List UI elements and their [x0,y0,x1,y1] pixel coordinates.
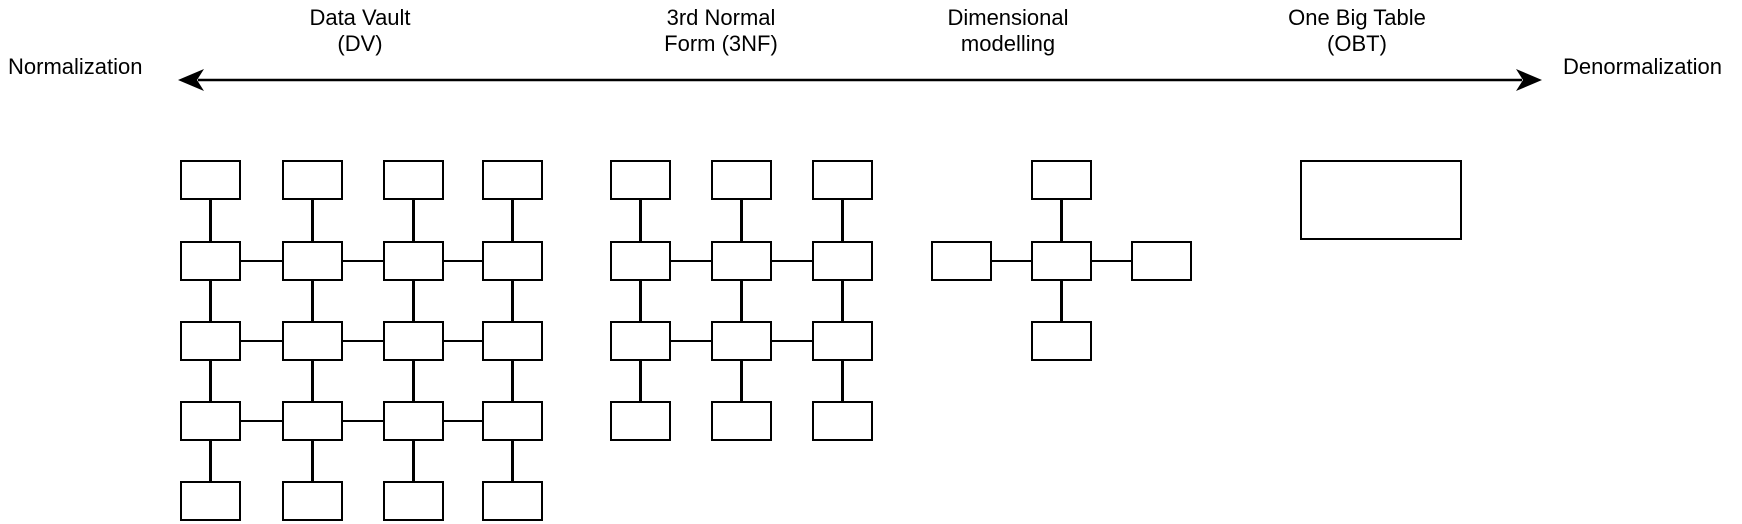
connector-line [841,200,844,241]
connector-line [412,281,415,321]
connector-line [639,200,642,241]
table-box [711,321,772,361]
table-box [282,401,343,441]
table-box [482,160,543,200]
connector-line [412,441,415,481]
category-label-line1: 3rd Normal [666,5,776,30]
table-box [282,160,343,200]
connector-line [209,441,212,481]
table-box [383,160,444,200]
table-box [610,241,671,281]
connector-line [772,339,812,343]
connector-line [343,419,383,423]
table-box [482,241,543,281]
table-box [282,481,343,521]
connector-line [1092,259,1131,263]
connector-line [241,259,282,263]
table-box [383,401,444,441]
table-box [812,160,873,200]
table-box [812,241,873,281]
table-box [711,160,772,200]
connector-line [841,281,844,321]
connector-line [740,200,743,241]
connector-line [740,281,743,321]
connector-line [511,281,514,321]
table-box [711,241,772,281]
table-box [180,401,241,441]
category-label-line1: Dimensional [947,5,1069,30]
table-box [282,321,343,361]
left-arrowhead-icon [178,69,204,91]
table-box [482,401,543,441]
connector-line [241,419,282,423]
table-box [180,481,241,521]
table-box [610,321,671,361]
connector-line [740,361,743,401]
category-label-line1: Data Vault [309,5,411,30]
connector-line [511,200,514,241]
connector-line [412,200,415,241]
connector-line [412,361,415,401]
connector-line [671,259,711,263]
table-box [180,241,241,281]
category-label-line1: One Big Table [1288,5,1426,30]
table-box [1031,241,1092,281]
connector-line [511,361,514,401]
connector-line [992,259,1031,263]
table-box [610,401,671,441]
table-box [383,481,444,521]
table-box [282,241,343,281]
connector-line [444,339,482,343]
connector-line [311,281,314,321]
connector-line [772,259,812,263]
axis-label-normalization: Normalization [8,54,143,79]
connector-line [209,200,212,241]
table-box [383,321,444,361]
category-label-one-big-table: One Big Table (OBT) [1288,5,1426,57]
connector-line [241,339,282,343]
connector-line [209,281,212,321]
connector-line [209,361,212,401]
connector-line [511,441,514,481]
table-box [931,241,992,281]
table-box [610,160,671,200]
connector-line [841,361,844,401]
category-label-line2: (DV) [337,31,383,56]
connector-line [444,419,482,423]
connector-line [311,361,314,401]
table-box [1131,241,1192,281]
connector-line [1060,200,1063,241]
category-label-line2: (OBT) [1327,31,1387,56]
axis-label-denormalization: Denormalization [1563,54,1722,79]
table-box [1031,160,1092,200]
table-box [812,321,873,361]
table-box [383,241,444,281]
right-arrowhead-icon [1516,69,1542,91]
connector-line [1060,281,1063,321]
table-box [711,401,772,441]
category-label-data-vault: Data Vault (DV) [309,5,410,57]
connector-line [671,339,711,343]
table-box [1300,160,1462,240]
category-label-dimensional: Dimensional modelling [947,5,1068,57]
connector-line [311,441,314,481]
connector-line [639,361,642,401]
table-box [1031,321,1092,361]
table-box [180,321,241,361]
table-box [180,160,241,200]
connector-line [444,259,482,263]
table-box [482,321,543,361]
table-box [482,481,543,521]
category-label-line2: Form (3NF) [664,31,778,56]
connector-line [343,339,383,343]
category-label-3nf: 3rd Normal Form (3NF) [664,5,778,57]
table-box [812,401,873,441]
connector-line [343,259,383,263]
category-label-line2: modelling [960,31,1056,56]
connector-line [639,281,642,321]
connector-line [311,200,314,241]
